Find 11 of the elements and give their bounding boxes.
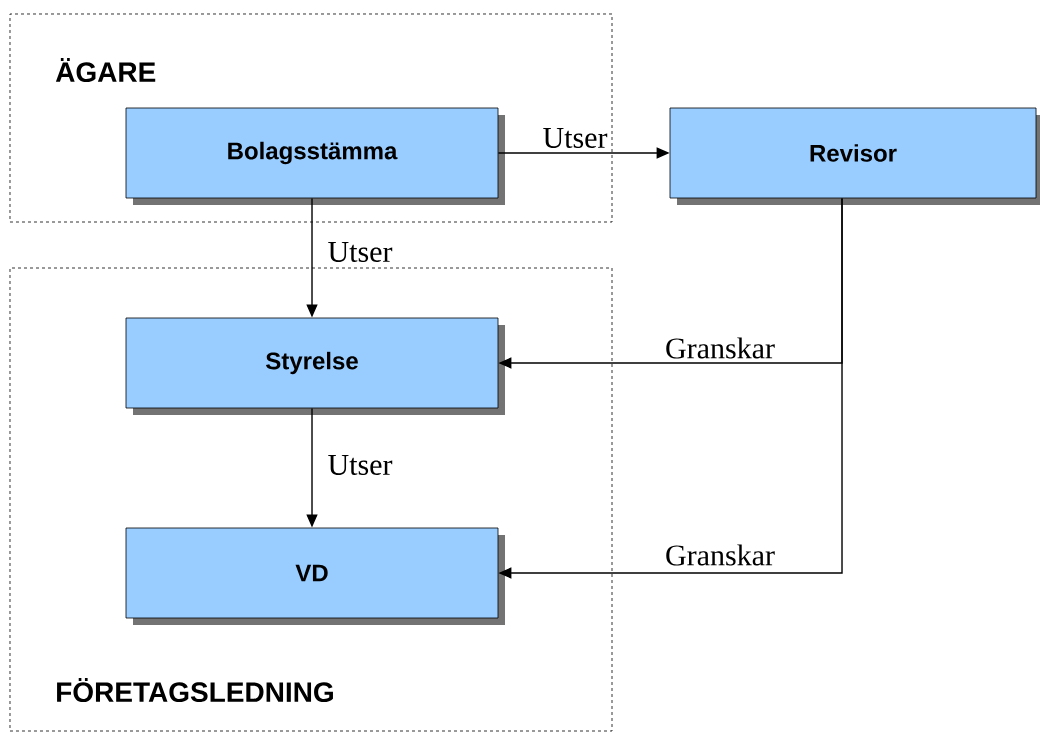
edge-label: Granskar <box>664 543 776 567</box>
group-title: ÄGARE <box>55 57 156 83</box>
group-title: FÖRETAGSLEDNING <box>57 677 333 703</box>
edge-label: Utser <box>541 127 609 149</box>
process-box: Styrelse <box>125 317 505 415</box>
edge-label: Utser <box>326 241 394 263</box>
process-box: Revisor <box>669 107 1040 205</box>
process-box: VD <box>125 527 505 625</box>
edge-label: Utser <box>326 454 394 476</box>
process-box: Bolagsstämma <box>125 107 505 205</box>
edge-label: Granskar <box>664 336 776 360</box>
